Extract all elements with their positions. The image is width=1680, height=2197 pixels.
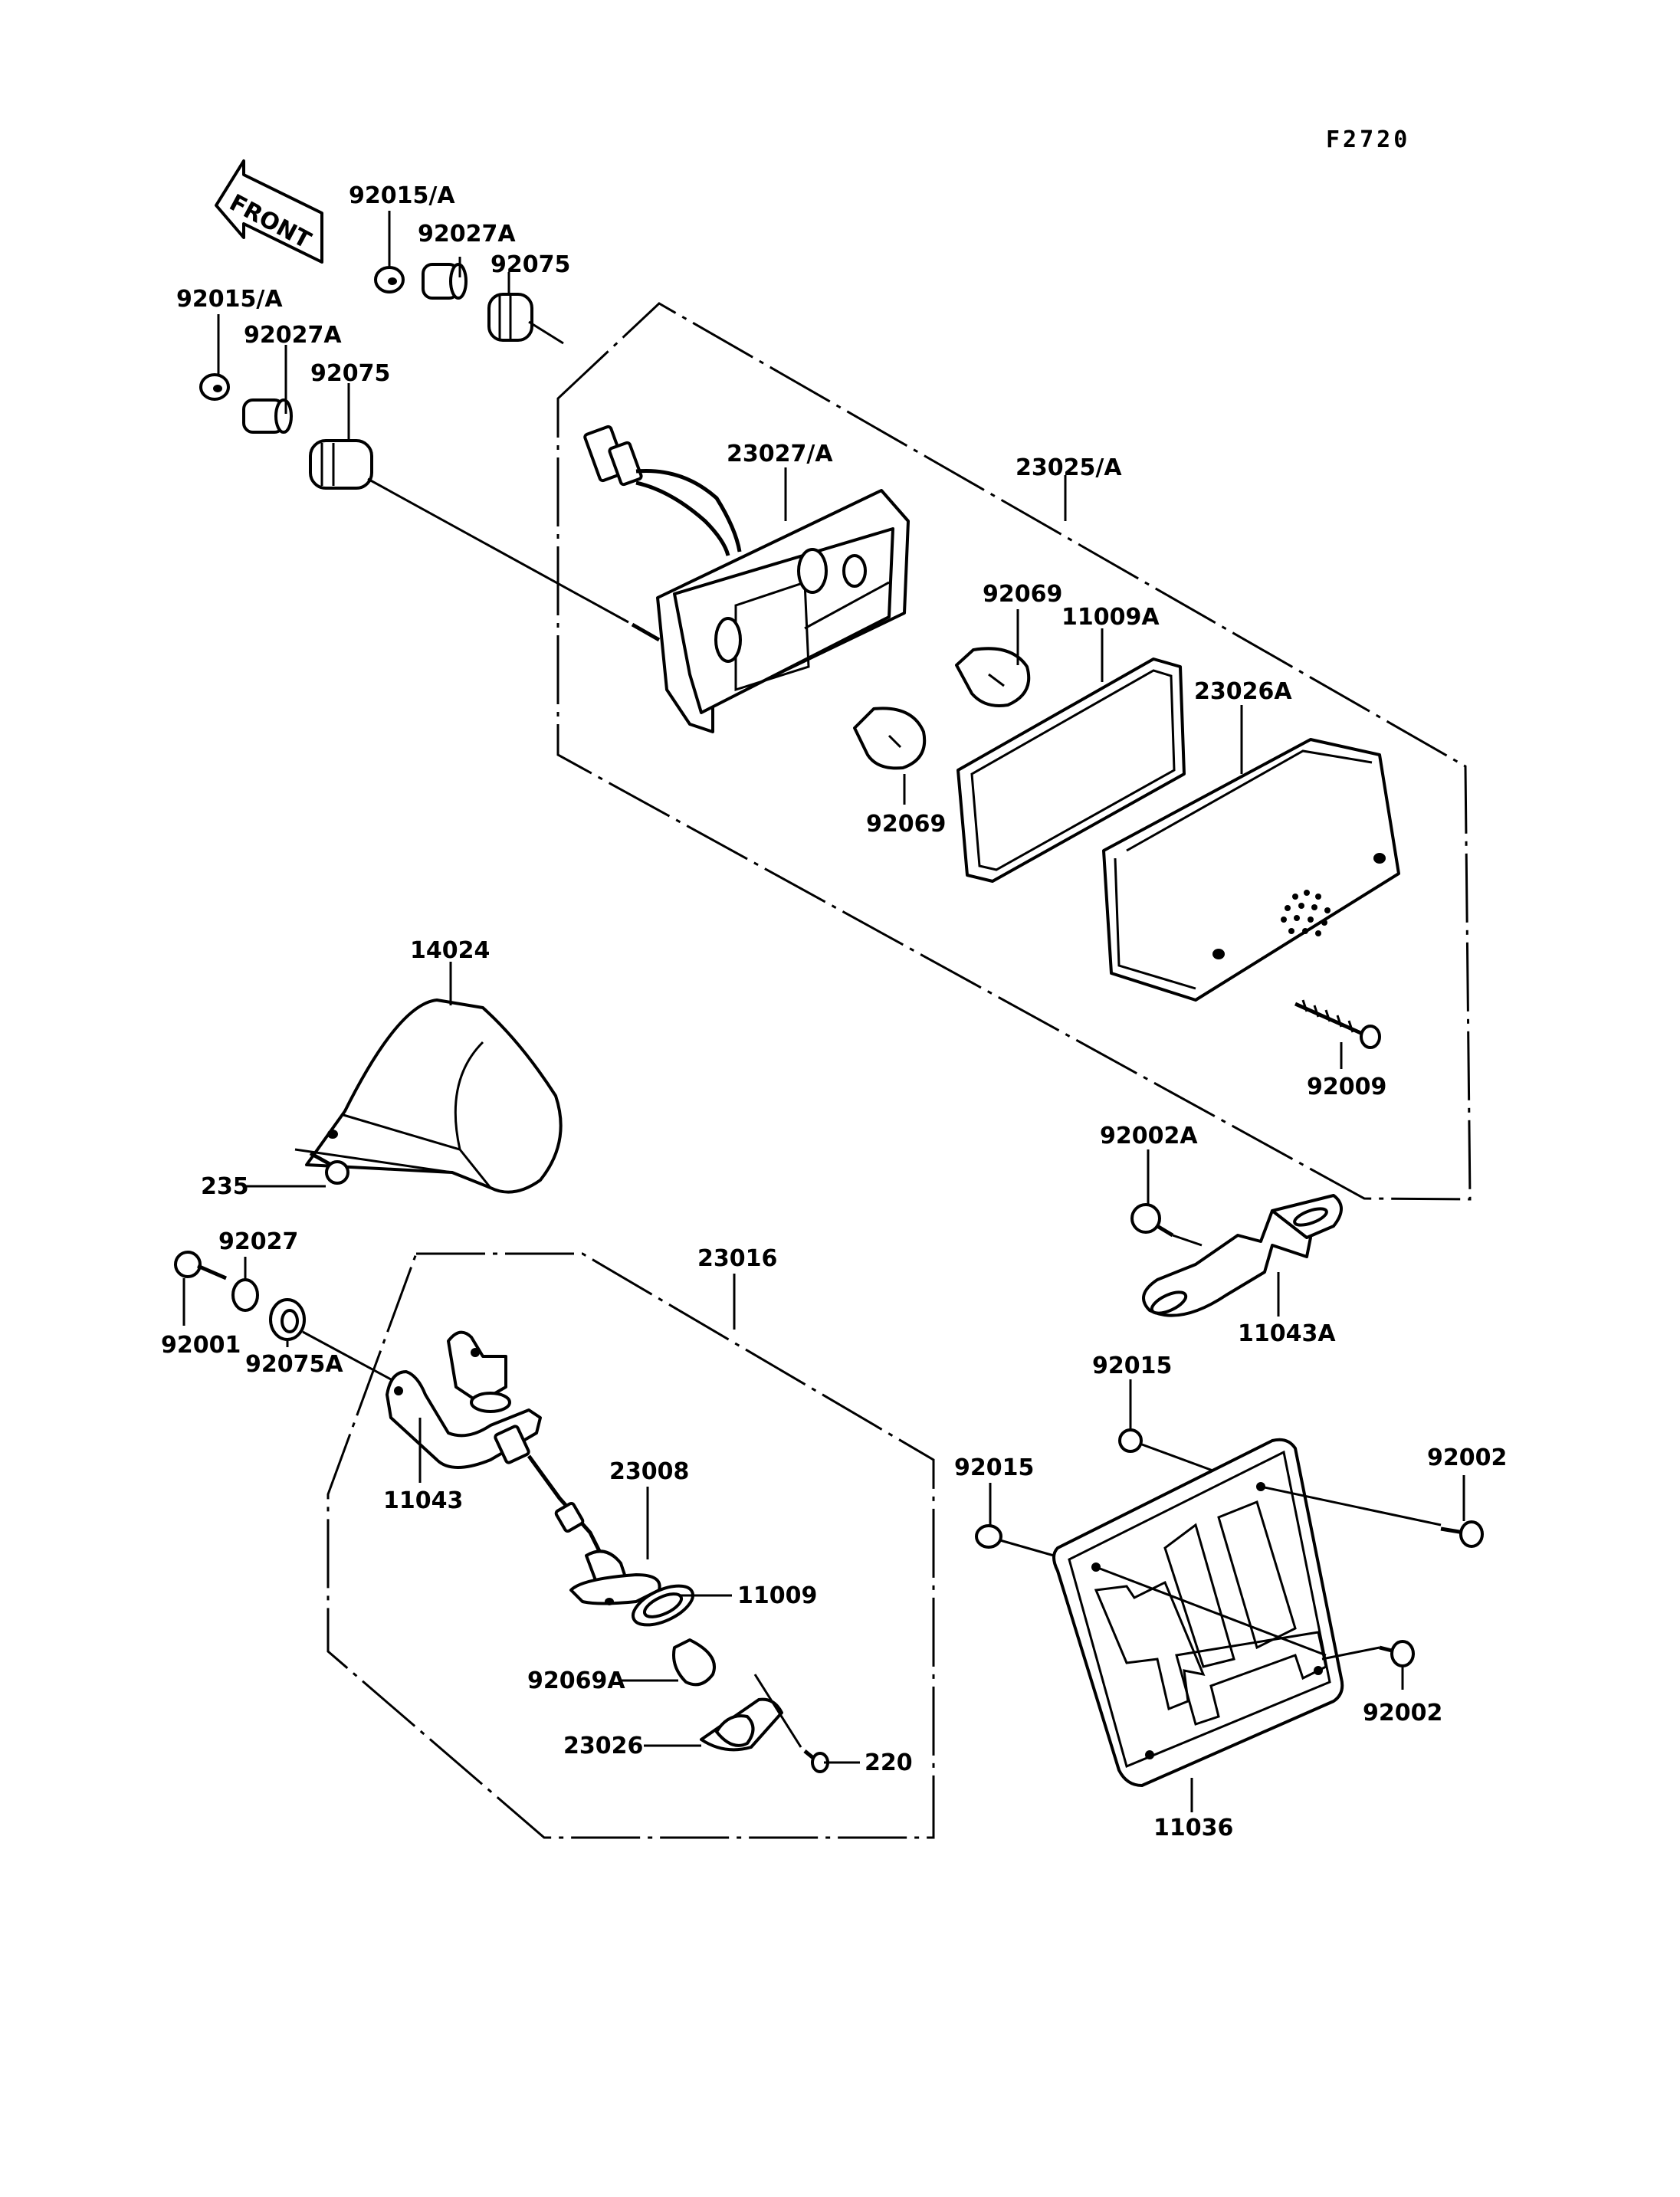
label-92069-upper: 92069 <box>983 581 1062 608</box>
label-23025A: 23025/A <box>1016 454 1122 481</box>
label-92009: 92009 <box>1307 1074 1386 1100</box>
label-11043: 11043 <box>383 1487 463 1514</box>
plate-bracket-bolt <box>1130 1203 1203 1247</box>
label-92015A-upper: 92015/A <box>349 182 455 209</box>
label-220: 220 <box>865 1749 913 1776</box>
label-92027A-upper: 92027A <box>418 221 516 248</box>
cover-screw <box>309 1151 349 1185</box>
label-92075-upper: 92075 <box>491 251 570 278</box>
label-23026A: 23026A <box>1194 678 1292 705</box>
bulb-lower <box>853 707 927 770</box>
label-23008: 23008 <box>609 1458 689 1485</box>
bracket-bolt-set <box>174 1251 392 1381</box>
part-labels: 92015/A 92027A 92075 92015/A 92027A 9207… <box>161 182 1507 1841</box>
grommet-nut-upper <box>374 263 533 342</box>
license-plate-holder <box>1052 1438 1442 1787</box>
label-92027: 92027 <box>218 1228 298 1255</box>
license-lamp-assembly-boundary <box>326 1252 935 1839</box>
figure-code: F2720 <box>1326 126 1410 153</box>
label-92069-lower: 92069 <box>866 811 946 838</box>
label-235: 235 <box>201 1173 249 1200</box>
label-92015A-lower: 92015/A <box>176 286 283 313</box>
label-11036: 11036 <box>1153 1815 1233 1841</box>
label-92002-lower: 92002 <box>1363 1700 1442 1726</box>
lens-screw <box>1294 999 1381 1049</box>
label-92075A: 92075A <box>245 1351 343 1378</box>
label-92015-upper: 92015 <box>1092 1353 1172 1379</box>
license-lamp-cover <box>294 998 563 1194</box>
label-92075-lower: 92075 <box>310 360 390 387</box>
tail-lamp-assembly-boundary <box>556 302 1472 1201</box>
label-23016: 23016 <box>697 1245 777 1272</box>
label-92015-lower: 92015 <box>954 1454 1034 1481</box>
lens-emblem-icon <box>1281 890 1331 936</box>
bulb-socket <box>494 1425 661 1605</box>
plate-nut-lower <box>975 1524 1055 1557</box>
license-lens <box>700 1674 802 1752</box>
tail-lamp-lens <box>1102 738 1400 1002</box>
socket-gasket <box>632 1584 694 1627</box>
tail-lamp-housing <box>631 489 910 733</box>
label-14024: 14024 <box>410 937 490 964</box>
plate-nut-upper <box>1118 1428 1216 1473</box>
plate-screw-upper <box>1440 1520 1484 1548</box>
label-92027A-lower: 92027A <box>244 322 342 349</box>
leader-lines <box>182 211 1465 1812</box>
label-92069A: 92069A <box>527 1667 625 1694</box>
label-23027A: 23027/A <box>727 441 833 467</box>
plate-screw-lower <box>1379 1640 1415 1667</box>
label-11043A: 11043A <box>1238 1320 1336 1347</box>
grommet-nut-lower <box>199 373 373 490</box>
front-arrow-icon: FRONT <box>215 159 323 264</box>
label-92002-upper: 92002 <box>1427 1444 1507 1471</box>
plate-bracket <box>1142 1194 1343 1317</box>
label-23026: 23026 <box>563 1733 643 1759</box>
label-92002A: 92002A <box>1100 1123 1198 1149</box>
label-11009: 11009 <box>737 1582 817 1609</box>
wiring-harness <box>583 425 742 556</box>
label-11009A: 11009A <box>1061 604 1160 631</box>
license-bulb <box>672 1638 716 1687</box>
lens-gasket <box>956 657 1186 883</box>
bulb-upper <box>955 647 1031 707</box>
label-92001: 92001 <box>161 1332 241 1359</box>
